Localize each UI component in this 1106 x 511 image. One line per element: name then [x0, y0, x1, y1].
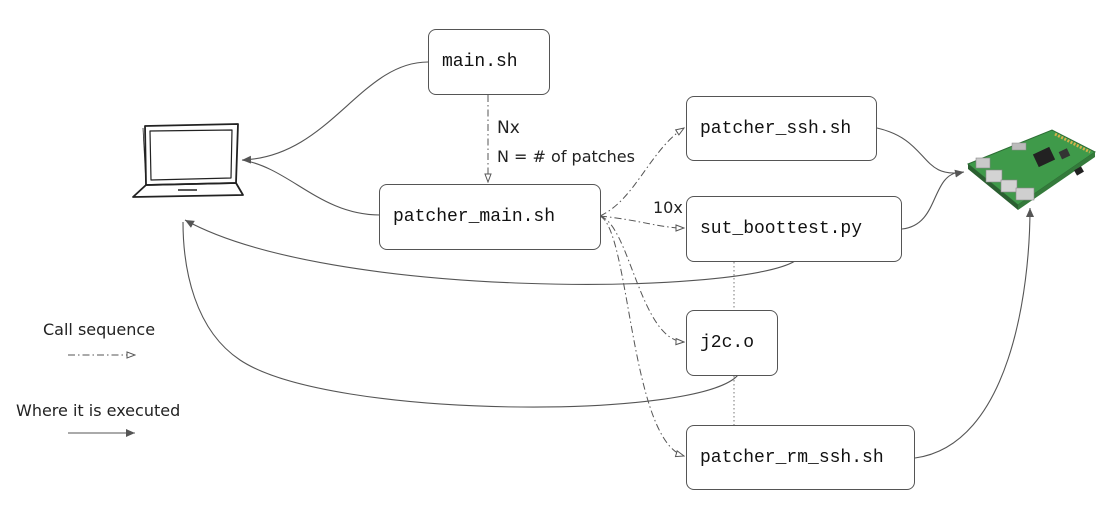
node-j2c-o: j2c.o	[686, 310, 778, 376]
node-patcher-main-sh: patcher_main.sh	[379, 184, 601, 250]
call-edge-to-sut-boottest	[599, 215, 684, 228]
call-edge-to-patcher-rm-ssh	[599, 215, 684, 456]
node-sut-boottest-py: sut_boottest.py	[686, 196, 902, 262]
node-patcher-rm-ssh-sh-label: patcher_rm_ssh.sh	[700, 447, 884, 468]
edge-sut-boottest-to-board	[901, 171, 961, 230]
node-main-sh: main.sh	[428, 29, 550, 95]
node-patcher-rm-ssh-sh: patcher_rm_ssh.sh	[686, 425, 915, 490]
raspberry-pi-board-icon	[967, 129, 1096, 210]
laptop-icon	[132, 123, 244, 198]
edge-patcher-ssh-to-board	[876, 127, 965, 178]
node-patcher-main-sh-label: patcher_main.sh	[393, 207, 556, 227]
node-main-sh-label: main.sh	[442, 52, 518, 72]
call-edge-to-patcher-ssh	[599, 128, 684, 217]
edge-patcher-rm-ssh-to-board	[914, 207, 1034, 459]
edge-sut-boottest-to-laptop	[184, 219, 796, 285]
node-sut-boottest-py-label: sut_boottest.py	[700, 219, 863, 239]
call-edge-to-j2c	[599, 215, 684, 342]
legend-call-sequence-label: Call sequence	[43, 320, 156, 339]
node-j2c-o-label: j2c.o	[700, 333, 755, 353]
edge-j2c-to-laptop	[182, 221, 739, 408]
edge-main-to-laptop	[241, 61, 429, 164]
legend-where-executed-label: Where it is executed	[16, 401, 181, 420]
edge-patcher-main-to-laptop	[241, 159, 381, 216]
label-nx: Nx	[497, 118, 520, 138]
label-10x: 10x	[653, 198, 683, 217]
node-patcher-ssh-sh: patcher_ssh.sh	[686, 96, 877, 161]
label-n-patches: N = # of patches	[497, 147, 635, 166]
node-patcher-ssh-sh-label: patcher_ssh.sh	[700, 118, 852, 139]
